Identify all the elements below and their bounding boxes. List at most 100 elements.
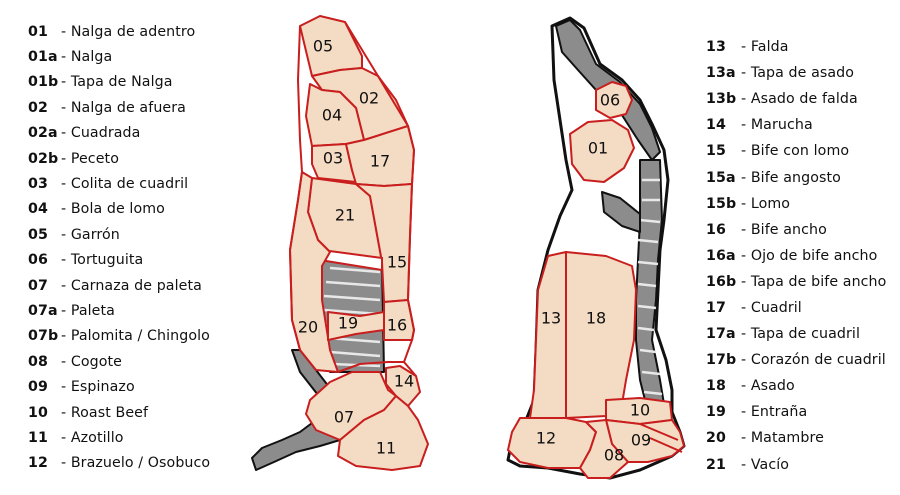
legend-code: 05 bbox=[28, 226, 48, 243]
legend-label: - Cuadril bbox=[741, 299, 802, 316]
cut-13 bbox=[529, 251, 567, 419]
legend-label: - Tapa de cuadril bbox=[741, 326, 861, 343]
legend-code: 17 bbox=[706, 299, 726, 316]
legend-code: 15 bbox=[706, 143, 726, 160]
label-cut-10: 10 bbox=[630, 401, 650, 420]
legend-code: 13 bbox=[706, 39, 726, 56]
legend-item: 01b- Tapa de Nalga bbox=[28, 70, 210, 95]
legend-code: 04 bbox=[28, 201, 48, 218]
right-band-1 bbox=[639, 423, 679, 441]
legend-item: 12- Brazuelo / Osobuco bbox=[28, 451, 210, 476]
legend-item: 17 - Cuadril bbox=[706, 295, 886, 321]
legend-label: - Nalga de adentro bbox=[61, 23, 196, 40]
label-cut-18: 18 bbox=[586, 309, 606, 328]
cut-06 bbox=[595, 81, 633, 119]
legend-code: 21 bbox=[706, 456, 726, 473]
label-cut-05: 05 bbox=[313, 37, 333, 56]
legend-label: - Asado de falda bbox=[741, 91, 858, 108]
label-cut-12: 12 bbox=[536, 429, 556, 448]
legend-code: 06 bbox=[28, 252, 48, 269]
legend-code: 16a bbox=[706, 247, 736, 264]
legend-label: - Paleta bbox=[61, 302, 115, 319]
legend-label: - Entraña bbox=[741, 404, 808, 421]
legend-code: 17b bbox=[706, 352, 737, 369]
legend-item: 18- Asado bbox=[706, 373, 886, 399]
legend-code: 10 bbox=[28, 404, 48, 421]
legend-code: 09 bbox=[28, 379, 48, 396]
label-cut-09: 09 bbox=[631, 431, 651, 450]
legend-label: - Marucha bbox=[741, 117, 813, 134]
legend-label: - Azotillo bbox=[61, 429, 124, 446]
legend-label: - Tapa de asado bbox=[741, 65, 855, 82]
legend-label: - Corazón de cuadril bbox=[741, 352, 886, 369]
legend-item: 20- Matambre bbox=[706, 425, 886, 451]
label-cut-02: 02 bbox=[359, 89, 379, 108]
label-cut-04: 04 bbox=[322, 106, 342, 125]
right-pelvis-bone bbox=[601, 191, 641, 233]
label-cut-15: 15 bbox=[387, 253, 407, 272]
legend-item: 05 - Garrón bbox=[28, 222, 210, 247]
legend-label: - Falda bbox=[741, 39, 789, 56]
label-cut-07: 07 bbox=[334, 408, 354, 427]
legend-label: - Asado bbox=[741, 378, 795, 395]
legend-label: - Carnaza de paleta bbox=[61, 277, 202, 294]
legend-label: - Cuadrada bbox=[61, 125, 141, 142]
label-cut-16: 16 bbox=[387, 316, 407, 335]
legend-code: 15a bbox=[706, 169, 736, 186]
legend-label: - Palomita / Chingolo bbox=[61, 328, 210, 345]
legend-code: 01 bbox=[28, 23, 48, 40]
legend-code: 07b bbox=[28, 328, 59, 345]
label-cut-17: 17 bbox=[370, 152, 390, 171]
legend-item: 16b- Tapa de bife ancho bbox=[706, 269, 886, 295]
cut-number-labels: 05 02 04 03 17 21 15 20 19 16 14 07 11 0… bbox=[298, 37, 651, 465]
legend-item: 13 - Falda bbox=[706, 34, 886, 60]
legend-item: 14 - Marucha bbox=[706, 112, 886, 138]
legend-label: - Nalga de afuera bbox=[61, 99, 186, 116]
legend-label: - Garrón bbox=[61, 226, 120, 243]
legend-item: 17b- Corazón de cuadril bbox=[706, 347, 886, 373]
label-cut-21: 21 bbox=[335, 206, 355, 225]
legend-item: 15- Bife con lomo bbox=[706, 138, 886, 164]
legend-code: 12 bbox=[28, 455, 48, 472]
legend-code: 19 bbox=[706, 404, 726, 421]
legend-label: - Bife ancho bbox=[741, 221, 827, 238]
right-vertebra-marks bbox=[637, 178, 663, 396]
legend-code: 02b bbox=[28, 150, 59, 167]
legend-label: - Nalga bbox=[61, 49, 113, 66]
legend-item: 02- Nalga de afuera bbox=[28, 95, 210, 120]
legend-item: 03 - Colita de cuadril bbox=[28, 171, 210, 196]
legend-code: 15b bbox=[706, 195, 737, 212]
legend-code: 03 bbox=[28, 176, 48, 193]
legend-item: 13b- Asado de falda bbox=[706, 86, 886, 112]
legend-label: - Espinazo bbox=[61, 379, 135, 396]
legend-item: 02a- Cuadrada bbox=[28, 121, 210, 146]
legend-item: 21- Vacío bbox=[706, 452, 886, 478]
cut-11 bbox=[337, 395, 429, 471]
legend-label: - Colita de cuadril bbox=[61, 176, 189, 193]
cut-14 bbox=[385, 365, 421, 407]
label-cut-19: 19 bbox=[338, 314, 358, 333]
legend-code: 02a bbox=[28, 125, 58, 142]
legend-item: 17a - Tapa de cuadril bbox=[706, 321, 886, 347]
legend-code: 01a bbox=[28, 49, 58, 66]
legend-code: 07a bbox=[28, 302, 58, 319]
legend-item: 15a- Bife angosto bbox=[706, 164, 886, 190]
legend-code: 17a bbox=[706, 326, 736, 343]
left-outline-front bbox=[288, 25, 304, 351]
legend-item: 08- Cogote bbox=[28, 349, 210, 374]
legend-code: 07 bbox=[28, 277, 48, 294]
legend-code: 14 bbox=[706, 117, 726, 134]
right-carcass bbox=[506, 16, 686, 480]
legend-item: 01a- Nalga bbox=[28, 44, 210, 69]
left-lower-band bbox=[337, 361, 404, 373]
legend-label: - Roast Beef bbox=[61, 404, 149, 421]
right-band-2 bbox=[649, 437, 683, 453]
legend-label: - Lomo bbox=[741, 195, 791, 212]
label-cut-11: 11 bbox=[376, 439, 396, 458]
label-cut-13: 13 bbox=[541, 309, 561, 328]
legend-item: 04- Bola de lomo bbox=[28, 197, 210, 222]
label-cut-20: 20 bbox=[298, 318, 318, 337]
